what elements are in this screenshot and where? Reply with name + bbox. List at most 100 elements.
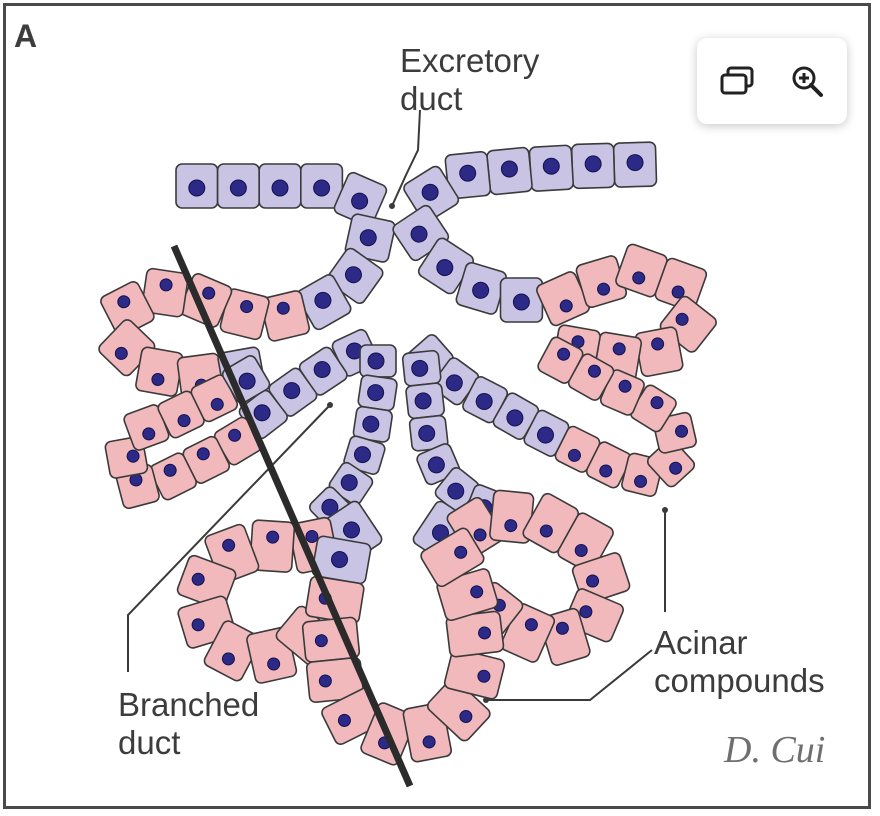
acinar-cell [654, 257, 708, 312]
acinar-compounds-label: Acinar compounds [654, 624, 825, 700]
duct-cell [343, 435, 386, 475]
cell-nucleus [367, 352, 385, 370]
cell-body [141, 267, 189, 318]
cell-nucleus [151, 372, 165, 386]
duct-cell [528, 144, 574, 192]
excretory-duct-label: Excretory duct [400, 42, 539, 118]
cell-nucleus [159, 278, 173, 292]
cell-nucleus [632, 271, 646, 285]
cell-nucleus [191, 572, 205, 586]
cell-nucleus [411, 359, 429, 377]
cell-nucleus [584, 155, 602, 173]
leader-lines [127, 109, 668, 703]
cell-nucleus [555, 621, 569, 635]
author-signature: D. Cui [724, 729, 826, 771]
cell-nucleus [271, 179, 289, 197]
cell-nucleus [276, 301, 290, 315]
duct-cell [300, 163, 344, 209]
gallery-button[interactable] [715, 59, 759, 103]
cell-nucleus [477, 669, 491, 683]
duct-cell [492, 392, 540, 440]
duct-cell [523, 409, 570, 457]
cell-nucleus [599, 464, 613, 478]
cell-nucleus [331, 551, 349, 569]
branched-duct-pointer [327, 402, 333, 408]
cell-nucleus [210, 397, 224, 411]
acinar-cell [260, 290, 311, 342]
acinar-compounds-label-line1: Acinar [654, 624, 748, 661]
excretory-duct-pointer [389, 203, 395, 209]
acinar-cell [100, 281, 155, 337]
cell-nucleus [454, 545, 468, 559]
acinar-cell [123, 404, 170, 451]
acinar-compounds-label-line2: compounds [654, 662, 825, 699]
cell-nucleus [344, 266, 362, 284]
cell-nucleus [500, 160, 518, 178]
panel-letter: A [14, 18, 38, 54]
acinar-cell [141, 267, 189, 318]
cell-nucleus [222, 538, 236, 552]
cell-nucleus [557, 347, 571, 361]
cell-nucleus [421, 183, 439, 201]
acinar-cell [537, 336, 584, 384]
duct-cell [352, 405, 393, 443]
cell-nucleus [597, 282, 611, 296]
duct-cell [359, 344, 397, 378]
cell-nucleus [427, 456, 445, 474]
acinar-cell [445, 610, 505, 658]
cell-nucleus [436, 259, 454, 277]
branched-duct-label: Branched duct [118, 686, 259, 762]
cell-nucleus [266, 530, 280, 544]
cell-nucleus [524, 618, 538, 632]
cell-nucleus [342, 521, 360, 539]
cell-nucleus [567, 448, 581, 462]
acinar-cell [575, 255, 628, 309]
acinar-cell [420, 527, 485, 588]
epithelial-cells [98, 141, 717, 766]
acinar-leader-lower [486, 649, 653, 701]
cell-nucleus [253, 404, 271, 422]
excretory-duct-leader [391, 109, 421, 207]
cell-body [634, 326, 684, 378]
cell-nucleus [238, 372, 256, 390]
cell-nucleus [473, 528, 487, 542]
duct-cell [258, 163, 302, 209]
cell-nucleus [314, 291, 332, 309]
cell-body [537, 336, 584, 384]
acinar-cell [443, 648, 506, 700]
duct-cell [499, 277, 544, 323]
cell-nucleus [675, 312, 689, 326]
cell-nucleus [340, 474, 358, 492]
cell-nucleus [202, 286, 216, 300]
cell-nucleus [362, 415, 380, 433]
cell-nucleus [229, 179, 247, 197]
zoom-in-icon [792, 66, 823, 97]
cell-nucleus [459, 164, 477, 182]
cell-nucleus [410, 225, 428, 243]
cell-nucleus [337, 713, 351, 727]
cell-nucleus [305, 529, 319, 543]
cell-nucleus [221, 652, 235, 666]
zoom-in-button[interactable] [785, 59, 829, 103]
cell-nucleus [418, 424, 436, 442]
cell-nucleus [478, 626, 492, 640]
cell-nucleus [470, 585, 484, 599]
acinar-cell [585, 441, 632, 489]
cell-body [654, 257, 708, 312]
cell-nucleus [196, 447, 210, 461]
acinar-cell [567, 353, 615, 401]
cell-nucleus [472, 281, 490, 299]
acinar-cell [426, 678, 491, 742]
duct-cell [405, 382, 445, 420]
cell-nucleus [314, 634, 328, 648]
cell-nucleus [559, 299, 573, 313]
cell-nucleus [634, 474, 648, 488]
duct-cell [431, 357, 480, 406]
cell-nucleus [240, 300, 254, 314]
acinar-pointer-upper [662, 507, 668, 513]
cell-nucleus [359, 229, 377, 247]
cell-nucleus [618, 379, 632, 393]
cell-nucleus [626, 154, 644, 172]
acinar-cell [203, 620, 262, 682]
cell-nucleus [539, 524, 553, 538]
